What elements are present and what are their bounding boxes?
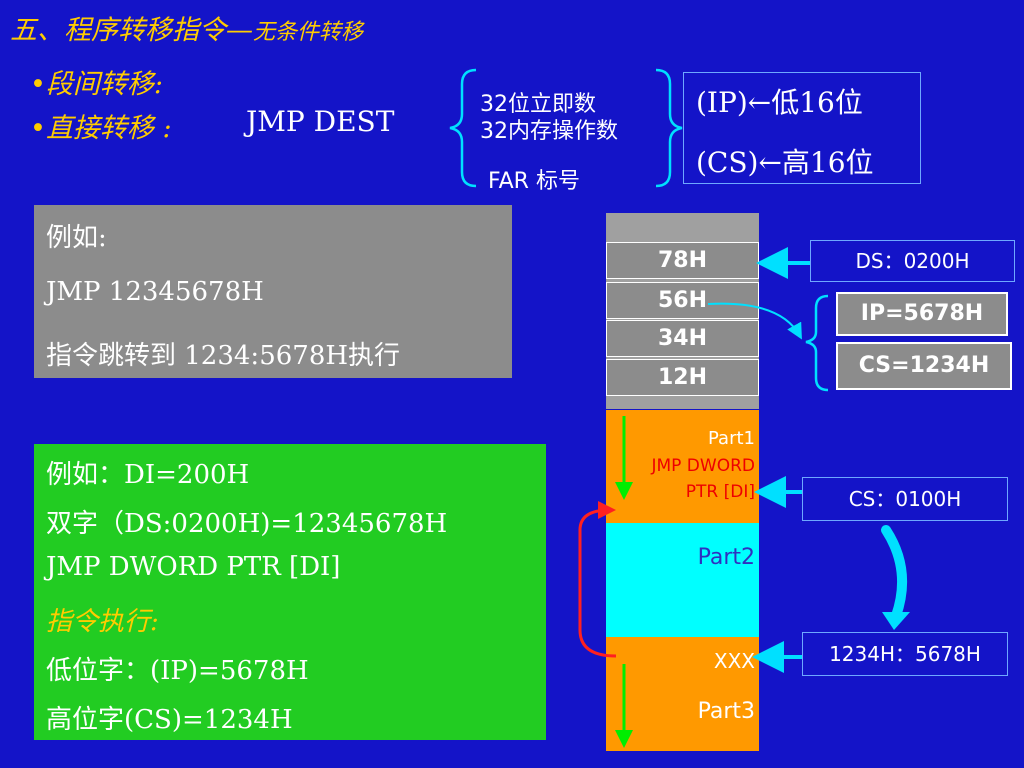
cs-register-box: CS=1234H: [836, 342, 1012, 390]
memory-cell: 12H: [606, 359, 759, 396]
example1-line: JMP 12345678H: [46, 277, 264, 307]
example1-box: 例如: JMP 12345678H 指令跳转到 1234:5678H执行: [34, 205, 512, 378]
bullet-dot: •: [30, 113, 46, 144]
example2-result: 低位字：(IP)=5678H: [46, 656, 309, 686]
example2-result: 高位字(CS)=1234H: [46, 705, 293, 735]
segment-part2: Part2: [606, 523, 759, 637]
jmp-dest-instruction: JMP DEST: [246, 105, 395, 138]
memory-cell: 56H: [606, 282, 759, 319]
option-far-label: FAR 标号: [488, 169, 580, 194]
example2-line: JMP DWORD PTR [DI]: [46, 552, 341, 582]
target-address-box: 1234H：5678H: [802, 632, 1008, 676]
example1-line: 例如:: [46, 223, 107, 253]
ip-text: 低16位: [771, 86, 863, 119]
memory-cell: 78H: [606, 242, 759, 279]
part1-label: Part1: [708, 428, 755, 449]
option-memory: 32内存操作数: [480, 119, 618, 144]
jump-arrow: [578, 501, 617, 658]
left-arrow-icon: ←: [747, 86, 772, 119]
segment-part3: XXX Part3: [606, 637, 759, 751]
title-main: 五、程序转移指令: [10, 15, 226, 46]
example2-line: 双字（DS:0200H)=12345678H: [46, 509, 448, 539]
title-dash: —: [226, 15, 253, 46]
cs-reg: (CS): [696, 146, 759, 179]
page-title: 五、程序转移指令—无条件转移: [10, 8, 363, 47]
ip-line: (IP)←低16位: [696, 81, 863, 121]
ip-reg: (IP): [696, 86, 748, 119]
example2-note: 指令执行:: [46, 607, 159, 637]
part1-code: JMP DWORD: [651, 456, 755, 476]
register-brace-icon: [805, 294, 829, 392]
example1-line: 指令跳转到 1234:5678H执行: [46, 341, 401, 371]
part3-label: Part3: [697, 699, 755, 724]
curved-arrow: [707, 302, 802, 340]
example2-line: 例如：DI=200H: [46, 460, 250, 490]
cs-line: (CS)←高16位: [696, 141, 874, 181]
title-sub: 无条件转移: [253, 20, 364, 45]
cs-old-register-box: CS：0100H: [802, 477, 1008, 521]
part1-code: PTR [DI]: [685, 482, 755, 502]
segment-part1: Part1 JMP DWORD PTR [DI]: [606, 410, 759, 523]
down-curve-arrow: [881, 525, 908, 621]
ds-register-box: DS：0200H: [810, 240, 1015, 282]
right-brace-icon: [655, 68, 683, 188]
bullet-intersegment: •段间转移:: [30, 62, 163, 101]
bullet-text: 段间转移:: [45, 69, 164, 100]
bullet-text: 直接转移 :: [45, 113, 172, 144]
option-immediate: 32位立即数: [480, 92, 596, 117]
ip-cs-box: (IP)←低16位 (CS)←高16位: [683, 72, 921, 184]
cs-text: 高16位: [781, 146, 874, 179]
ip-register-box: IP=5678H: [836, 292, 1008, 336]
left-brace-icon: [449, 68, 477, 188]
memory-cell: 34H: [606, 320, 759, 357]
part2-label: Part2: [697, 545, 755, 570]
down-curve-arrowhead: [882, 612, 910, 630]
left-arrow-icon: ←: [758, 146, 782, 179]
bullet-dot: •: [30, 69, 46, 100]
example2-box: 例如：DI=200H 双字（DS:0200H)=12345678H JMP DW…: [34, 444, 546, 740]
bullet-direct: •直接转移 :: [30, 106, 172, 145]
part3-marker: XXX: [713, 649, 755, 673]
